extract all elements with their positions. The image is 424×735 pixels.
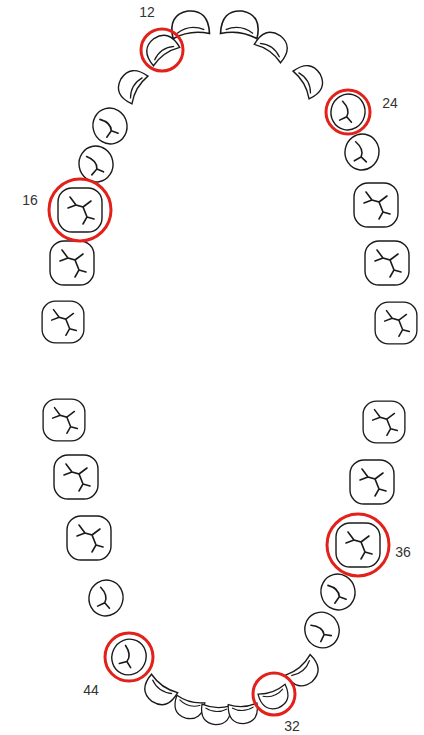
tooth — [228, 703, 258, 724]
highlight-circle — [141, 29, 183, 71]
callout-number: 36 — [395, 545, 411, 559]
tooth — [106, 634, 152, 681]
tooth — [58, 188, 102, 232]
highlight-circles — [49, 29, 389, 715]
tooth — [375, 302, 417, 344]
highlight-circle — [105, 633, 153, 681]
callout-number: 44 — [83, 683, 99, 697]
tooth — [293, 60, 328, 99]
tooth — [67, 516, 111, 560]
tooth — [363, 401, 405, 443]
highlight-circle — [253, 673, 295, 715]
tooth — [201, 704, 231, 725]
tooth — [50, 241, 94, 285]
tooth — [54, 455, 98, 499]
tooth — [254, 26, 293, 63]
highlight-circle — [327, 514, 389, 576]
tooth — [342, 131, 382, 172]
upper-arch — [42, 8, 417, 343]
callout-number: 12 — [139, 5, 155, 19]
callout-number: 32 — [284, 719, 300, 733]
tooth — [42, 301, 84, 343]
tooth — [327, 90, 369, 134]
tooth — [113, 65, 148, 104]
tooth — [350, 460, 394, 504]
tooth — [172, 695, 205, 722]
tooth — [139, 674, 178, 711]
tooth — [85, 576, 127, 620]
tooth — [89, 104, 131, 148]
highlight-circle — [49, 179, 111, 241]
lower-arch — [43, 399, 405, 725]
callout-number: 24 — [382, 96, 398, 110]
tooth — [299, 607, 345, 654]
tooth — [285, 654, 324, 692]
tooth — [365, 241, 409, 285]
highlight-circle — [326, 90, 370, 134]
tooth — [43, 399, 85, 441]
callout-number: 16 — [22, 193, 38, 207]
tooth — [336, 523, 380, 567]
tooth — [354, 183, 398, 227]
tooth — [220, 8, 260, 38]
tooth — [258, 684, 292, 713]
